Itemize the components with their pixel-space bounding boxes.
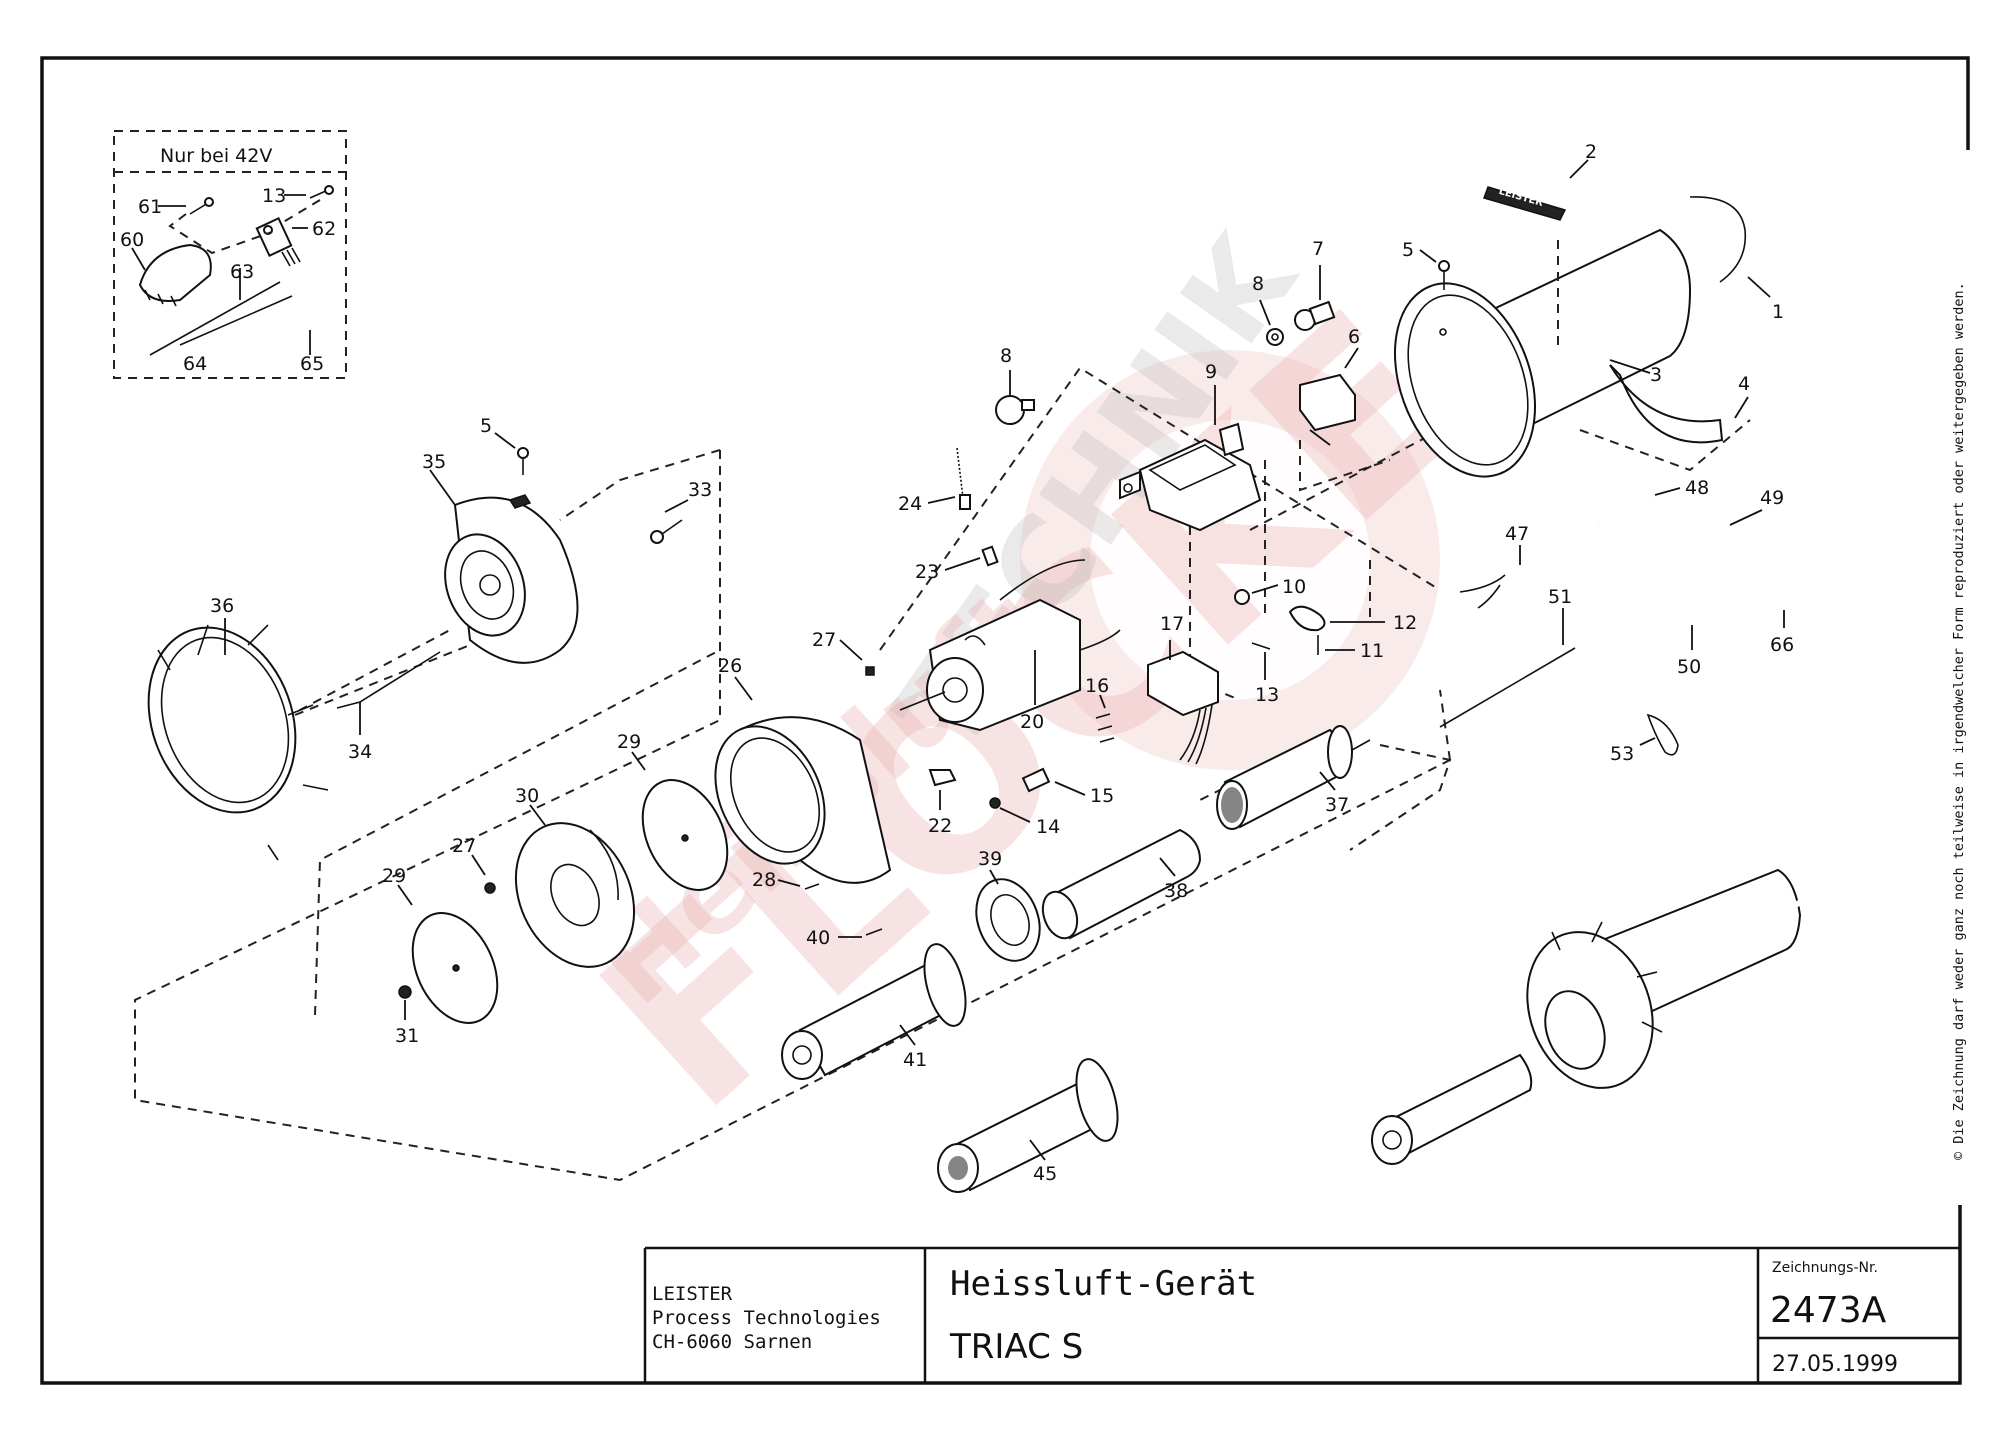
label-8-left: 8 xyxy=(1000,345,1012,367)
label-12: 12 xyxy=(1393,612,1417,634)
label-35: 35 xyxy=(422,451,446,473)
label-31: 31 xyxy=(395,1025,419,1047)
housing-tube-1-5: 3 LEISTER 2 1 4 5 xyxy=(1393,141,1784,478)
label-6: 6 xyxy=(1348,326,1360,348)
cable-and-rods: 47 48 49 50 66 51 53 xyxy=(1439,477,1794,765)
label-27-upper: 27 xyxy=(812,629,836,651)
label-66: 66 xyxy=(1770,634,1794,656)
label-29-upper: 29 xyxy=(617,731,641,753)
part-34-sensor: 34 xyxy=(336,651,441,763)
label-7: 7 xyxy=(1312,238,1324,260)
drawing-number: 2473A xyxy=(1770,1290,1887,1331)
inset-border xyxy=(113,130,347,379)
label-16: 16 xyxy=(1085,675,1109,697)
label-10: 10 xyxy=(1282,576,1306,598)
drawing-frame xyxy=(40,56,1970,1385)
frame-border xyxy=(40,56,1970,1385)
brush-parts: 22 23 24 xyxy=(898,447,999,837)
small-parts-14-16: 14 15 16 xyxy=(989,675,1115,838)
label-4: 4 xyxy=(1738,373,1750,395)
label-28: 28 xyxy=(752,869,776,891)
label-39: 39 xyxy=(978,848,1002,870)
label-60: 60 xyxy=(120,229,144,251)
parts-6-7-8: 6 7 8 xyxy=(1252,238,1360,446)
label-3: 3 xyxy=(1650,364,1662,386)
company-line-3: CH-6060 Sarnen xyxy=(652,1331,812,1353)
label-48: 48 xyxy=(1685,477,1709,499)
label-13-inset: 13 xyxy=(262,185,286,207)
drawing-date: 27.05.1999 xyxy=(1772,1352,1898,1377)
inset-title: Nur bei 42V xyxy=(160,145,272,167)
label-34: 34 xyxy=(348,741,372,763)
label-2: 2 xyxy=(1585,141,1597,163)
fan-assembly: 29 31 27 30 29 xyxy=(382,731,729,1047)
copyright-notice: © Die Zeichnung darf weder ganz noch tei… xyxy=(1951,282,1967,1160)
label-49: 49 xyxy=(1760,487,1784,509)
company-line-2: Process Technologies xyxy=(652,1307,881,1329)
part-35-blower-housing: 35 5 33 xyxy=(422,415,712,664)
label-47: 47 xyxy=(1505,523,1529,545)
label-15: 15 xyxy=(1090,785,1114,807)
parts-10-13: 10 12 11 13 xyxy=(1234,576,1417,706)
label-40: 40 xyxy=(806,927,830,949)
label-24: 24 xyxy=(898,493,922,515)
label-53: 53 xyxy=(1610,743,1634,765)
label-20: 20 xyxy=(1020,711,1044,733)
label-26: 26 xyxy=(718,655,742,677)
label-23: 23 xyxy=(915,561,939,583)
label-64: 64 xyxy=(183,353,207,375)
heating-and-nozzles: 37 38 39 40 41 45 xyxy=(781,725,1371,1193)
label-62: 62 xyxy=(312,218,336,240)
drawing-number-label: Zeichnungs-Nr. xyxy=(1772,1260,1878,1276)
model-name: TRIAC S xyxy=(949,1327,1083,1367)
label-1: 1 xyxy=(1772,301,1784,323)
label-65: 65 xyxy=(300,353,324,375)
label-36: 36 xyxy=(210,595,234,617)
company-line-1: LEISTER xyxy=(652,1283,733,1305)
part-20-motor: 20 xyxy=(899,559,1121,733)
label-30: 30 xyxy=(515,785,539,807)
part-9-switch-housing: 9 8 xyxy=(995,345,1262,532)
part-36-nozzle-nut: 36 xyxy=(147,595,329,861)
label-5-right: 5 xyxy=(1402,239,1414,261)
assembled-hot-air-tool xyxy=(1371,867,1868,1165)
inset-42v-box: Nur bei 42V 61 13 60 62 63 64 65 xyxy=(113,130,347,379)
label-13: 13 xyxy=(1255,684,1279,706)
label-29-lower: 29 xyxy=(382,865,406,887)
label-50: 50 xyxy=(1677,656,1701,678)
part-17-module: 17 xyxy=(1147,613,1219,765)
label-8-right: 8 xyxy=(1252,273,1264,295)
label-51: 51 xyxy=(1548,586,1572,608)
label-63: 63 xyxy=(230,261,254,283)
label-61: 61 xyxy=(138,196,162,218)
drawing-title: Heissluft-Gerät xyxy=(950,1264,1257,1304)
label-11: 11 xyxy=(1360,640,1384,662)
label-37: 37 xyxy=(1325,794,1349,816)
label-41: 41 xyxy=(903,1049,927,1071)
label-27-lower: 27 xyxy=(452,835,476,857)
label-38: 38 xyxy=(1164,880,1188,902)
part-26-motor-housing: 26 27 28 xyxy=(714,629,892,891)
label-33: 33 xyxy=(688,479,712,501)
label-45: 45 xyxy=(1033,1163,1057,1185)
title-block: LEISTER Process Technologies CH-6060 Sar… xyxy=(643,1246,1960,1383)
label-14: 14 xyxy=(1036,816,1060,838)
label-22: 22 xyxy=(928,815,952,837)
label-17: 17 xyxy=(1160,613,1184,635)
label-5-left: 5 xyxy=(480,415,492,437)
label-9: 9 xyxy=(1205,361,1217,383)
